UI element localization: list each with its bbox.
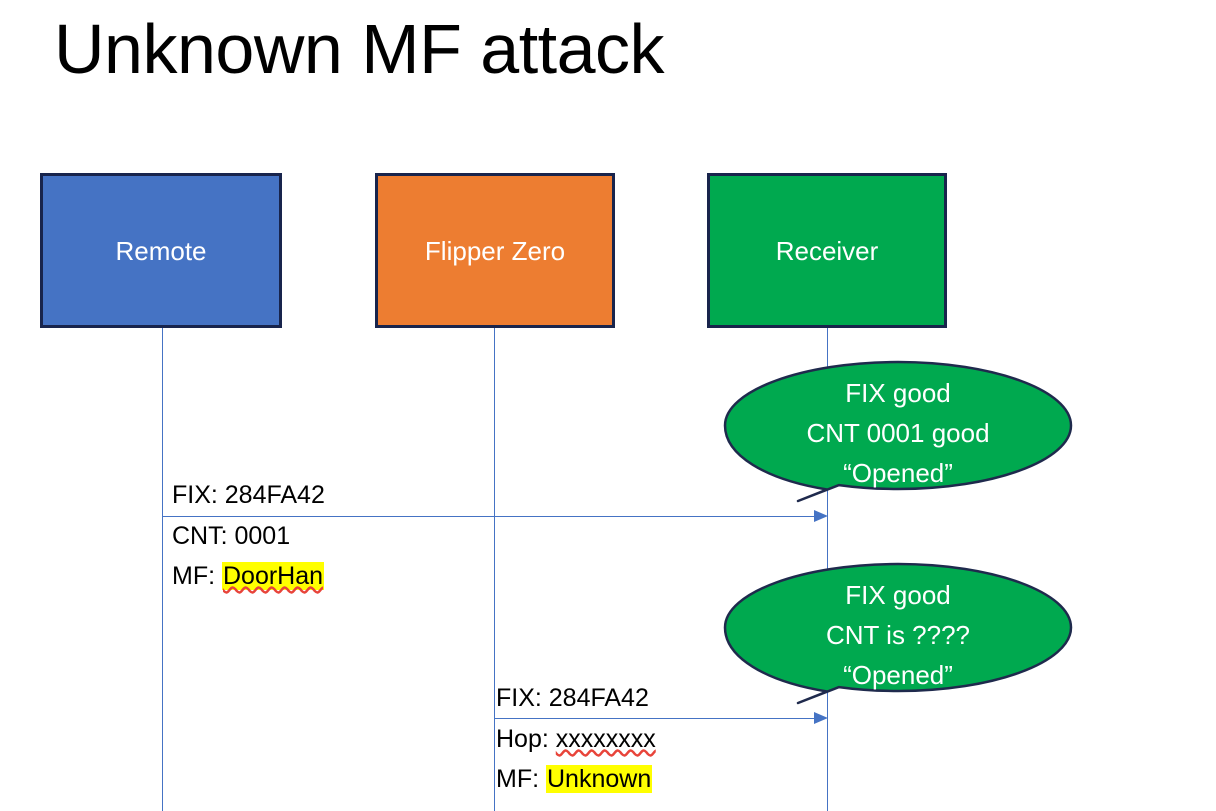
message-arrow-flipper-to-receiver xyxy=(494,712,828,725)
actor-label-remote: Remote xyxy=(115,235,207,266)
message-label-fix-2: FIX: 284FA42 xyxy=(496,684,649,712)
message-label-cnt-1: CNT: 0001 xyxy=(172,522,291,550)
message-arrow-remote-to-receiver xyxy=(162,510,828,523)
bubble-line-1: FIX good xyxy=(845,378,951,408)
speech-bubble-first-text: FIX good CNT 0001 good “Opened” xyxy=(724,373,1072,493)
bubble-line-1: FIX good xyxy=(845,580,951,610)
lifeline-flipper xyxy=(494,328,495,811)
bubble-line-2: CNT is ???? xyxy=(825,620,971,650)
speech-bubble-second-text: FIX good CNT is ???? “Opened” xyxy=(724,575,1072,695)
bubble-line-3: “Opened” xyxy=(843,660,953,690)
arrow-shaft xyxy=(494,718,819,719)
actor-box-flipper[interactable]: Flipper Zero xyxy=(375,173,615,328)
mf-prefix-1: MF: xyxy=(172,562,222,590)
actor-box-remote[interactable]: Remote xyxy=(40,173,282,328)
message-label-hop-2: Hop: xxxxxxxx xyxy=(496,719,656,759)
speech-bubble-second[interactable]: FIX good CNT is ???? “Opened” xyxy=(723,562,1073,718)
hop-value-2: xxxxxxxx xyxy=(555,725,656,753)
mf-value-1: DoorHan xyxy=(222,562,325,590)
bubble-line-3: “Opened” xyxy=(843,458,953,488)
hop-prefix-2: Hop: xyxy=(496,725,556,753)
message-label-mf-2: MF: Unknown xyxy=(496,759,653,799)
arrow-head-icon xyxy=(814,712,828,724)
speech-bubble-shape-icon xyxy=(723,562,1073,705)
actor-box-receiver[interactable]: Receiver xyxy=(707,173,947,328)
message-label-mf-1: MF: DoorHan xyxy=(172,556,325,596)
actor-label-receiver: Receiver xyxy=(775,235,879,266)
page-title: Unknown MF attack xyxy=(54,10,665,88)
message-label-fix-1: FIX: 284FA42 xyxy=(172,481,325,509)
speech-bubble-shape-icon xyxy=(723,360,1073,503)
arrow-shaft xyxy=(162,516,819,517)
arrow-head-icon xyxy=(814,510,828,522)
lifeline-remote xyxy=(162,328,163,811)
mf-value-2: Unknown xyxy=(546,765,653,793)
bubble-line-2: CNT 0001 good xyxy=(806,418,990,448)
speech-bubble-first[interactable]: FIX good CNT 0001 good “Opened” xyxy=(723,360,1073,516)
mf-prefix-2: MF: xyxy=(496,765,546,793)
actor-label-flipper: Flipper Zero xyxy=(424,235,566,266)
